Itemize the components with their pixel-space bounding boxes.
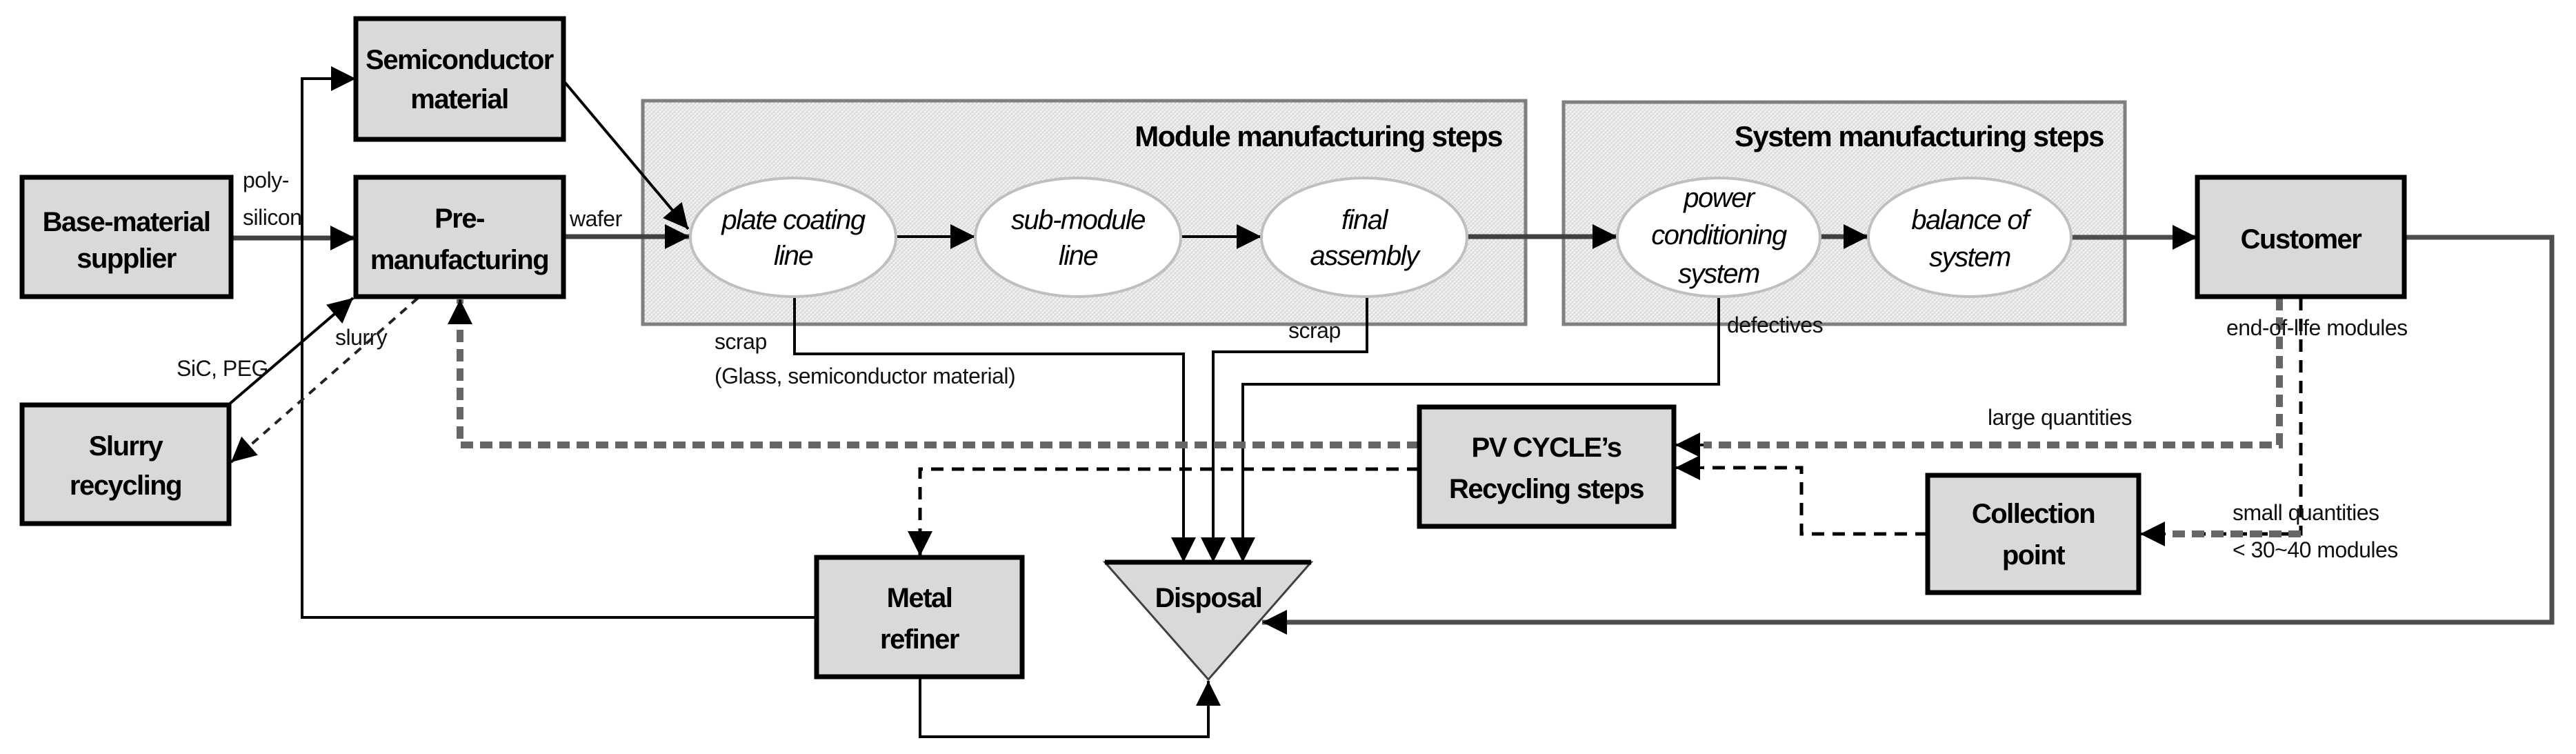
box-label-line1: Semiconductor	[366, 45, 554, 75]
box-frame	[353, 16, 566, 142]
box-frame	[814, 555, 1025, 679]
box-frame	[19, 402, 232, 526]
step-ellipse	[1616, 177, 1821, 298]
step-ellipse	[1867, 177, 2073, 298]
system-steps: power conditioning system balance of sys…	[1616, 177, 2073, 298]
step-ellipse	[1260, 177, 1468, 298]
step-label-line2: line	[774, 241, 813, 271]
box-frame	[1925, 473, 2141, 595]
box-label-line2: refiner	[880, 624, 959, 655]
step-label-line2: system	[1929, 242, 2010, 272]
box-label-line2: point	[2002, 540, 2065, 571]
step-sub-module-line[interactable]: sub-module line	[974, 177, 1182, 298]
box-frame	[19, 175, 234, 299]
box-label-line1: Disposal	[1155, 583, 1262, 613]
label-wafer: wafer	[569, 206, 623, 231]
box-frame	[353, 175, 566, 299]
box-label-line1: Customer	[2241, 224, 2362, 255]
box-metal-refiner[interactable]: Metal refiner	[814, 555, 1025, 679]
box-label-line1: PV CYCLE’s	[1472, 433, 1621, 463]
refiner-to-disposal-arrow	[919, 677, 1221, 738]
label-scrap-detail: (Glass, semiconductor material)	[715, 364, 1015, 388]
large-quantities-line	[1704, 298, 2283, 448]
step-power-conditioning-system[interactable]: power conditioning system	[1616, 177, 1821, 298]
dashed-connectors	[230, 297, 2303, 556]
step-label-line1: plate coating	[721, 205, 866, 235]
box-semiconductor-material[interactable]: Semiconductor material	[353, 16, 566, 142]
flow-labels: poly- silicon wafer slurry SiC, PEG scra…	[177, 168, 2408, 562]
step-final-assembly[interactable]: final assembly	[1260, 177, 1468, 298]
shape-disposal[interactable]: Disposal	[1102, 559, 1314, 682]
box-label-line2: Recycling steps	[1449, 474, 1644, 504]
box-collection-point[interactable]: Collection point	[1925, 473, 2141, 595]
step-label-line1: power	[1683, 183, 1756, 213]
label-small-quantities: small quantities	[2233, 500, 2379, 525]
box-label-line1: Metal	[887, 583, 952, 613]
collection-to-pvcycle-line	[1704, 466, 1928, 536]
label-polysilicon-line2: silicon	[243, 205, 301, 230]
pvcycle-to-premanufacturing-line	[457, 299, 1419, 448]
system-group-title: System manufacturing steps	[1735, 120, 2104, 152]
box-label-line1: Base-material	[43, 207, 210, 237]
defectives-arrow	[1230, 297, 1720, 562]
sic-peg-arrow	[227, 297, 355, 406]
step-ellipse	[689, 177, 897, 298]
label-defectives: defectives	[1727, 312, 1823, 337]
step-label-line2: line	[1059, 241, 1098, 271]
step-label-line2: conditioning	[1651, 220, 1787, 250]
box-label-line2: recycling	[70, 470, 181, 501]
box-label-line1: Pre-	[435, 204, 484, 234]
step-label-line1: final	[1341, 205, 1388, 235]
step-label-line3: system	[1678, 259, 1759, 289]
slurry-arrow	[230, 297, 419, 464]
scrap-plate-arrow	[793, 297, 1196, 562]
step-ellipse	[974, 177, 1182, 298]
module-steps: plate coating line sub-module line final…	[689, 177, 1468, 298]
box-label-line2: material	[410, 84, 508, 115]
box-label-line1: Slurry	[89, 431, 164, 462]
scrap-final-arrow	[1201, 297, 1368, 562]
label-small-quantities-detail: < 30~40 modules	[2233, 537, 2398, 562]
box-frame	[2195, 175, 2407, 299]
step-label-line2: assembly	[1310, 241, 1421, 271]
label-end-of-life-modules: end-of-life modules	[2226, 315, 2408, 340]
label-scrap-final: scrap	[1288, 318, 1341, 343]
box-slurry-recycling[interactable]: Slurry recycling	[19, 402, 232, 526]
step-plate-coating-line[interactable]: plate coating line	[689, 177, 897, 298]
step-label-line1: balance of	[1911, 205, 2032, 235]
step-balance-of-system[interactable]: balance of system	[1867, 177, 2073, 298]
box-pre-manufacturing[interactable]: Pre- manufacturing	[353, 175, 566, 299]
box-customer[interactable]: Customer	[2195, 175, 2407, 299]
box-label-line2: manufacturing	[370, 245, 548, 275]
semiconductor-to-plate-arrow	[562, 79, 690, 230]
refiner-to-semiconductor-arrow	[301, 66, 817, 619]
box-base-material-supplier[interactable]: Base-material supplier	[19, 175, 234, 299]
label-sic-peg: SiC, PEG	[177, 356, 268, 381]
box-frame	[1417, 404, 1677, 529]
label-slurry: slurry	[335, 325, 388, 350]
box-pv-cycle-recycling-steps[interactable]: PV CYCLE’s Recycling steps	[1417, 404, 1677, 529]
box-label-line1: Collection	[1972, 499, 2095, 529]
step-label-line1: sub-module	[1011, 205, 1145, 235]
label-polysilicon-line1: poly-	[243, 168, 289, 192]
box-label-line2: supplier	[77, 244, 177, 274]
label-scrap-plate: scrap	[715, 329, 767, 354]
solid-connectors	[227, 66, 2555, 738]
label-large-quantities: large quantities	[1988, 405, 2132, 430]
pvcycle-to-refiner-arrow	[908, 467, 1419, 556]
customer-to-disposal-arrow	[1262, 235, 2555, 635]
module-group-title: Module manufacturing steps	[1135, 120, 1502, 152]
